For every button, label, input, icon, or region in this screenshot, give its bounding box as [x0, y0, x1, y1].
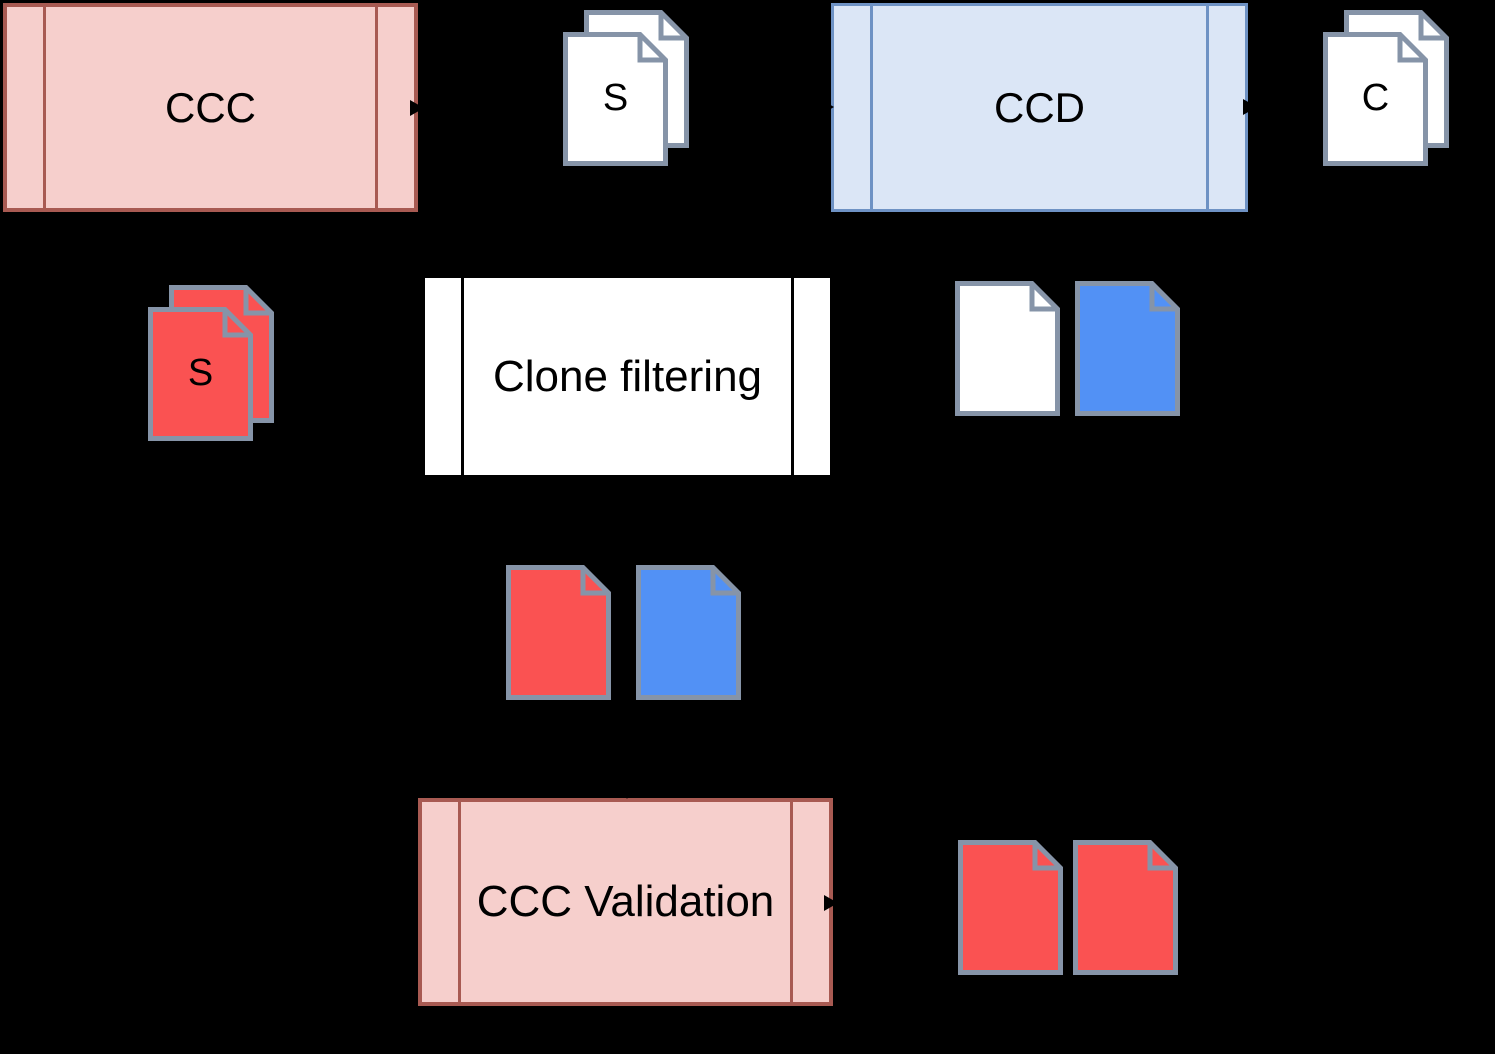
arrowhead-down-icon: [620, 786, 634, 799]
ccc-box-label: CCC: [165, 83, 256, 131]
document-fold-icon: [637, 34, 666, 63]
document-fold-icon: [658, 12, 687, 41]
document-icon: [955, 281, 1060, 416]
red-document-icon: [958, 840, 1063, 975]
document-front-icon: [148, 307, 253, 441]
document-fold-icon: [222, 309, 251, 338]
subroutine-right-line: [790, 802, 793, 1002]
subroutine-left-line: [458, 802, 461, 1002]
clone-filtering-process-box: Clone filtering: [422, 275, 833, 478]
document-front-icon: [563, 32, 668, 166]
document-fold-icon: [1397, 34, 1426, 63]
document-fold-icon: [1149, 283, 1178, 312]
red-source-files-stack-icon: S: [148, 285, 274, 441]
arrowhead-right-icon: [820, 99, 834, 115]
subroutine-right-line: [791, 278, 794, 475]
red-document-icon: [1073, 840, 1178, 975]
clone-filtering-box-label: Clone filtering: [492, 351, 763, 401]
document-fold-icon: [243, 287, 272, 316]
document-icon: [636, 565, 741, 700]
subroutine-left-line: [461, 278, 464, 475]
blue-document-icon: [636, 565, 741, 700]
document-icon: [1073, 840, 1178, 975]
subroutine-right-line: [375, 7, 378, 208]
ccc-validation-box-label: CCC Validation: [476, 877, 775, 926]
arrowhead-right-icon: [824, 895, 838, 911]
arrowhead-right-icon: [410, 100, 424, 116]
subroutine-left-line: [43, 7, 46, 208]
source-files-label: S: [602, 76, 629, 119]
document-icon: [1075, 281, 1180, 416]
document-fold-icon: [1147, 842, 1176, 871]
clone-classes-label: C: [1361, 76, 1390, 119]
document-fold-icon: [1418, 12, 1447, 41]
document-fold-icon: [1032, 842, 1061, 871]
red-document-icon: [506, 565, 611, 700]
document-fold-icon: [580, 567, 609, 596]
document-front-icon: [1323, 32, 1428, 166]
ccd-process-box: CCD: [831, 3, 1248, 212]
ccc-process-box: CCC: [3, 3, 418, 212]
blue-document-icon: [1075, 281, 1180, 416]
arrowhead-right-icon: [1243, 99, 1257, 115]
ccd-box-label: CCD: [994, 83, 1085, 131]
red-source-files-label: S: [187, 351, 214, 394]
ccc-validation-process-box: CCC Validation: [418, 798, 833, 1006]
clone-classes-stack-icon: C: [1323, 10, 1449, 166]
source-files-stack-icon: S: [563, 10, 689, 166]
subroutine-right-line: [1206, 6, 1209, 209]
document-fold-icon: [710, 567, 739, 596]
document-icon: [958, 840, 1063, 975]
subroutine-left-line: [870, 6, 873, 209]
document-icon: [506, 565, 611, 700]
document-fold-icon: [1029, 283, 1058, 312]
white-document-icon: [955, 281, 1060, 416]
